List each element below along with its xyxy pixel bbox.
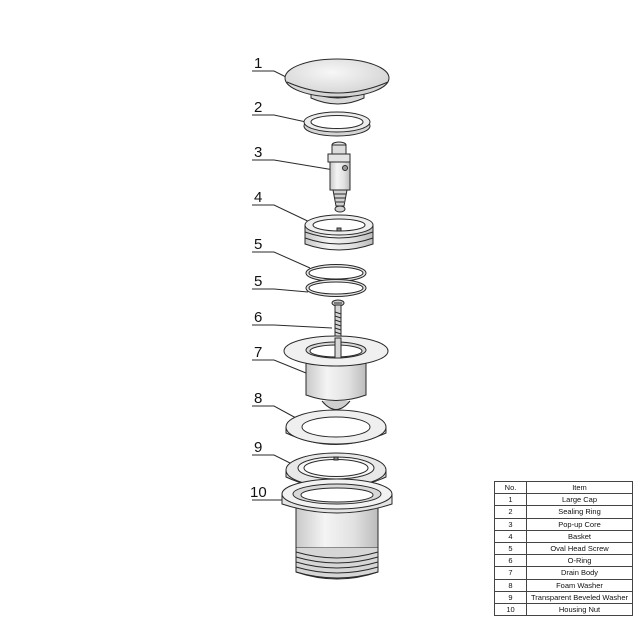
callout-7: 7 (254, 344, 262, 361)
row-item: Basket (526, 529, 633, 543)
part-foam-washer (285, 409, 387, 445)
part-housing-nut (281, 478, 393, 580)
part-ring-upper (305, 264, 367, 282)
callout-4: 4 (254, 189, 262, 206)
callout-2: 2 (254, 99, 262, 116)
row-no: 5 (494, 541, 527, 556)
header-item: Item (526, 480, 633, 495)
row-item: O-Ring (526, 554, 633, 568)
row-item: Large Cap (526, 493, 633, 507)
row-no: 3 (494, 517, 527, 531)
table-header-row: No. Item (494, 480, 633, 495)
row-no: 4 (494, 529, 527, 543)
callout-numbers: 1 2 3 4 5 5 6 7 8 9 10 (250, 55, 267, 501)
part-drain-body (283, 335, 389, 410)
callout-6: 6 (254, 309, 262, 326)
row-item: Sealing Ring (526, 505, 633, 519)
part-basket (304, 214, 374, 251)
callout-1: 1 (254, 55, 262, 72)
row-no: 8 (494, 578, 527, 592)
callout-5b: 5 (254, 273, 262, 290)
part-pop-up-core (327, 141, 351, 213)
part-large-cap (284, 58, 390, 105)
row-item: Oval Head Screw (526, 541, 633, 556)
row-item: Foam Washer (526, 578, 633, 592)
leader-lines (252, 70, 335, 501)
row-no: 7 (494, 566, 527, 580)
callout-10: 10 (250, 484, 267, 501)
row-no: 6 (494, 554, 527, 568)
row-no: 10 (494, 602, 527, 617)
callout-5a: 5 (254, 236, 262, 253)
callout-8: 8 (254, 390, 262, 407)
row-item: Drain Body (526, 566, 633, 580)
row-item: Pop-up Core (526, 517, 633, 531)
callout-3: 3 (254, 144, 262, 161)
callout-9: 9 (254, 439, 262, 456)
part-ring-lower (305, 279, 367, 297)
row-no: 2 (494, 505, 527, 519)
row-item: Housing Nut (526, 602, 633, 617)
row-no: 1 (494, 493, 527, 507)
row-item: Transparent Beveled Washer (526, 590, 633, 604)
row-no: 9 (494, 590, 527, 604)
part-sealing-ring (303, 111, 371, 137)
header-no: No. (494, 480, 527, 495)
